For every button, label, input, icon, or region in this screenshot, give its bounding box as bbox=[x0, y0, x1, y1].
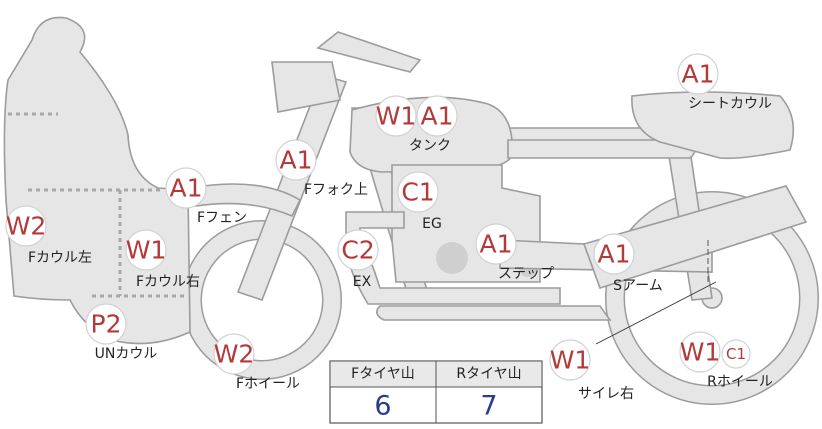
part-engine[interactable]: C1 EG bbox=[397, 171, 442, 232]
part-front-fork[interactable]: A1 Fフォク上 bbox=[275, 139, 368, 198]
part-label: Fカウル右 bbox=[136, 274, 200, 290]
grade-badge bbox=[397, 171, 439, 213]
part-label: UNカウル bbox=[95, 346, 158, 362]
grade-code: A1 bbox=[597, 240, 630, 269]
part-step[interactable]: A1 ステップ bbox=[475, 223, 554, 282]
part-front-wheel[interactable]: W2 Fホイール bbox=[213, 333, 300, 392]
grade-badge bbox=[679, 331, 721, 373]
part-rear-wheel[interactable]: W1 C1 Rホイール bbox=[679, 331, 773, 390]
exhaust-lower bbox=[376, 305, 612, 321]
front-cowl-shape bbox=[3, 16, 191, 345]
part-label: EG bbox=[422, 216, 442, 232]
part-seat-cowl[interactable]: A1 シートカウル bbox=[677, 53, 772, 112]
grade-badge bbox=[165, 167, 207, 209]
tire-tread-table: Fタイヤ山 Rタイヤ山 6 7 bbox=[329, 360, 543, 424]
grade-badge bbox=[549, 339, 591, 381]
grade-code: C1 bbox=[726, 345, 746, 363]
grade-code: W1 bbox=[680, 338, 721, 367]
grade-badge bbox=[125, 229, 167, 271]
rear-tread-value: 7 bbox=[480, 391, 497, 422]
front-tread-value: 6 bbox=[374, 391, 391, 422]
handlebar bbox=[316, 31, 422, 73]
silencer-leader-line bbox=[595, 281, 717, 345]
grade-code: W1 bbox=[126, 236, 167, 265]
part-front-fender[interactable]: A1 Fフェン bbox=[165, 167, 247, 226]
grade-badge bbox=[475, 223, 517, 265]
grade-code: A1 bbox=[681, 60, 714, 89]
part-label: Fフェン bbox=[197, 210, 247, 226]
part-exhaust[interactable]: C2 EX bbox=[337, 229, 379, 290]
part-label: EX bbox=[353, 274, 372, 290]
part-under-cowl[interactable]: P2 UNカウル bbox=[85, 303, 158, 362]
grade-badge bbox=[416, 95, 458, 137]
grade-badge bbox=[275, 139, 317, 181]
grade-code: A1 bbox=[420, 102, 453, 131]
grade-badge-small bbox=[721, 339, 751, 369]
grade-badge bbox=[337, 229, 379, 271]
grade-code: P2 bbox=[91, 310, 122, 339]
part-label: Fホイール bbox=[236, 376, 300, 392]
headlight bbox=[271, 61, 341, 113]
part-label: Fフォク上 bbox=[304, 182, 368, 198]
part-label: Fカウル左 bbox=[28, 250, 92, 266]
part-silencer-right[interactable]: W1 サイレ右 bbox=[549, 339, 634, 402]
grade-code: W2 bbox=[214, 340, 255, 369]
part-label: ステップ bbox=[498, 266, 554, 282]
part-label: Rホイール bbox=[707, 374, 773, 390]
grade-badge bbox=[593, 233, 635, 275]
grade-badge bbox=[677, 53, 719, 95]
part-label: シートカウル bbox=[688, 96, 772, 112]
grade-code: W1 bbox=[550, 346, 591, 375]
grade-badge bbox=[5, 205, 47, 247]
part-label: Sアーム bbox=[613, 278, 663, 294]
grade-code: A1 bbox=[169, 174, 202, 203]
part-label: サイレ右 bbox=[578, 386, 634, 402]
grade-code: A1 bbox=[479, 230, 512, 259]
part-annotations: W1 A1 タンク A1 Fフォク上 C1 EG A1 Fフェン W2 Fカウル… bbox=[5, 53, 773, 402]
silencer-shape bbox=[582, 185, 808, 289]
grade-badge bbox=[375, 95, 417, 137]
grade-code: W1 bbox=[376, 102, 417, 131]
grade-code: A1 bbox=[279, 146, 312, 175]
front-fender-shape bbox=[188, 183, 302, 218]
part-tank[interactable]: W1 A1 タンク bbox=[375, 95, 458, 154]
engine-cover bbox=[436, 242, 468, 274]
grade-code: C2 bbox=[341, 236, 374, 265]
grade-code: W2 bbox=[6, 212, 47, 241]
part-front-cowl-left[interactable]: W2 Fカウル左 bbox=[5, 205, 92, 266]
grade-badge bbox=[213, 333, 255, 375]
front-fork-shape bbox=[236, 74, 348, 302]
part-label: タンク bbox=[409, 138, 451, 154]
part-swing-arm[interactable]: A1 Sアーム bbox=[593, 233, 663, 294]
grade-badge bbox=[85, 303, 127, 345]
front-tread-header: Fタイヤ山 bbox=[351, 366, 415, 382]
part-front-cowl-right[interactable]: W1 Fカウル右 bbox=[125, 229, 200, 290]
grade-code: C1 bbox=[401, 178, 434, 207]
rear-tread-header: Rタイヤ山 bbox=[456, 366, 521, 382]
